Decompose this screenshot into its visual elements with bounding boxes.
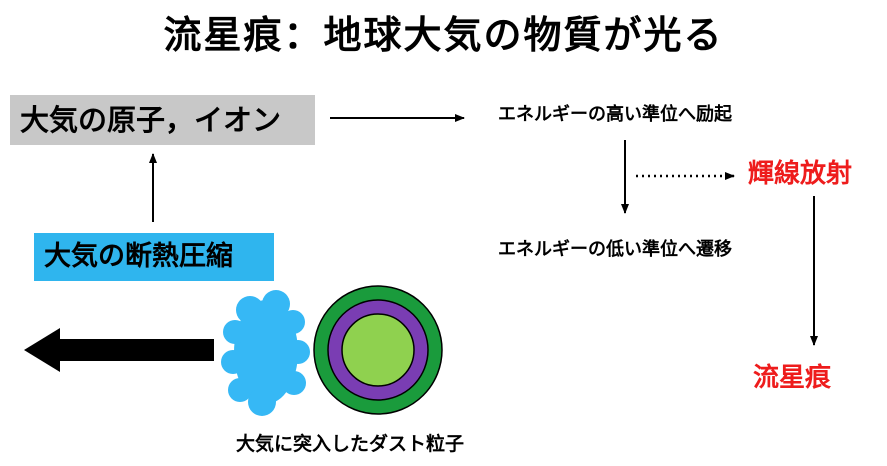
line-emission-label: 輝線放射 <box>748 159 853 189</box>
diagram-title: 流星痕：地球大気の物質が光る <box>163 13 724 57</box>
atoms-ions-box: 大気の原子，イオン <box>10 95 315 145</box>
transition-label: エネルギーの低い準位へ遷移 <box>498 239 732 260</box>
excitation-label: エネルギーの高い準位へ励起 <box>498 104 732 125</box>
meteor-trail-label: 流星痕 <box>753 363 832 393</box>
compressed-air-cloud <box>221 290 310 416</box>
motion-direction-arrow <box>24 328 214 372</box>
adiabatic-compression-box: 大気の断熱圧縮 <box>34 233 274 281</box>
dust-particle-label: 大気に突入したダスト粒子 <box>236 433 465 455</box>
dust-particle <box>313 285 443 415</box>
